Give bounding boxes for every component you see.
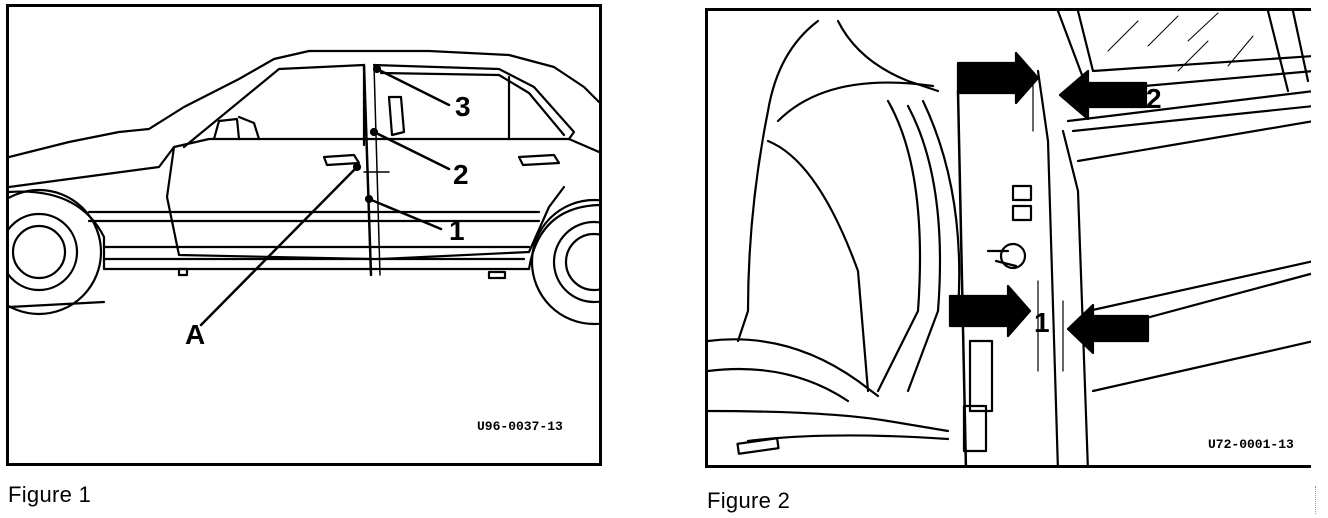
callout-1: 1: [1034, 307, 1050, 338]
callout-a: A: [185, 319, 206, 350]
figure-1-code: U96-0037-13: [477, 419, 563, 434]
door-pillar-seat-icon: [708, 11, 1311, 465]
callout-3: 3: [455, 91, 471, 122]
figure-2-panel: 2 1 U72-0001-13: [705, 8, 1311, 468]
page-edge-divider: [1315, 486, 1317, 514]
callout-2: 2: [453, 159, 469, 190]
figure-2-caption: Figure 2: [707, 488, 791, 513]
figure-2-code: U72-0001-13: [1208, 437, 1294, 452]
figure-1-panel: 3 2 1 A U96-0037-13: [6, 4, 602, 466]
callout-2: 2: [1146, 83, 1162, 114]
callout-1: 1: [449, 215, 465, 246]
car-side-view-icon: [9, 49, 599, 327]
figure-1-caption: Figure 1: [8, 482, 92, 507]
